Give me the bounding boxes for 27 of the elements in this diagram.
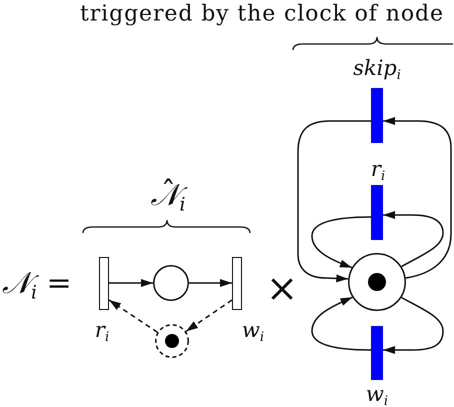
arrow xyxy=(297,120,371,283)
arrow xyxy=(311,216,371,269)
transition-bar xyxy=(232,257,242,310)
arrow xyxy=(383,211,444,268)
place-circle xyxy=(153,265,189,301)
transition-bar xyxy=(371,88,383,143)
arrow xyxy=(189,279,232,287)
transition-bar xyxy=(99,257,109,310)
product-sign: × xyxy=(266,267,298,311)
arrow xyxy=(311,296,371,351)
transition-label: w$_{i}$ xyxy=(242,318,264,342)
net-name: 𝒩̂$_{i}$ xyxy=(150,178,186,214)
place-circle xyxy=(155,324,189,358)
transition-label: w$_{i}$ xyxy=(366,382,388,406)
transition-label: r$_{i}$ xyxy=(94,318,110,342)
arrow xyxy=(383,117,452,279)
transition-label: skip$_{i}$ xyxy=(353,56,401,80)
arrow xyxy=(108,299,158,333)
equation-text: 𝒩$_{i}$ = xyxy=(2,266,72,302)
place-circle xyxy=(348,253,406,311)
transition-bar xyxy=(371,185,383,240)
arrow xyxy=(109,279,153,287)
transition-bar xyxy=(371,326,383,380)
transition-label: r$_{i}$ xyxy=(370,156,386,182)
annotation-text: triggered by the clock of node xyxy=(80,1,444,27)
arrow xyxy=(383,296,444,354)
arrow xyxy=(186,299,232,332)
